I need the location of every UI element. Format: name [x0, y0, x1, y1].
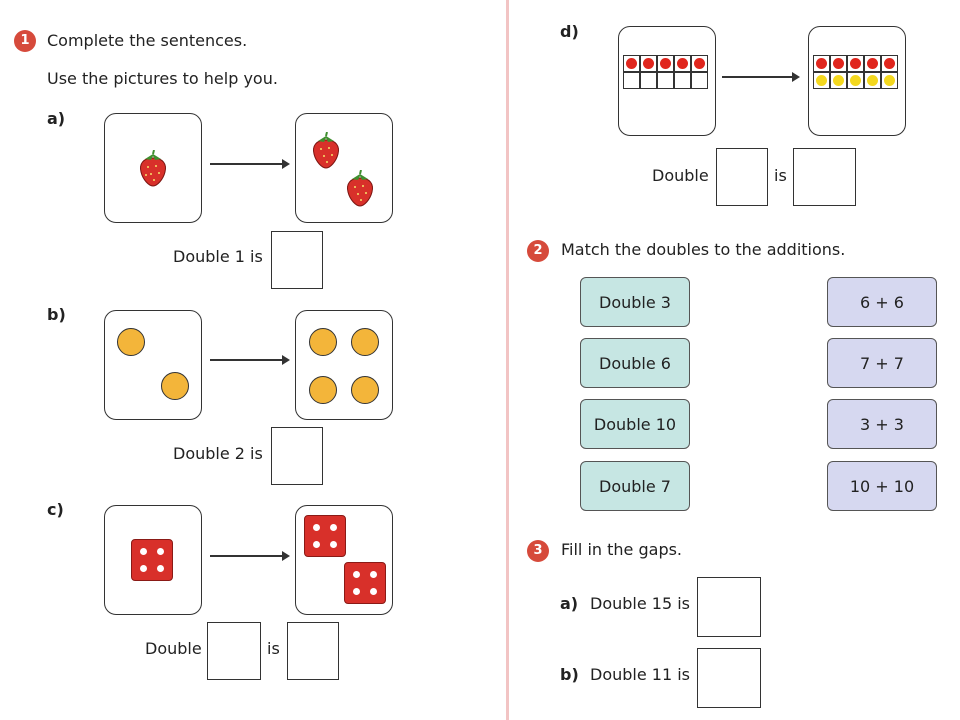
die-icon: [304, 515, 346, 557]
question-1-badge: 1: [14, 30, 36, 52]
arrow-c: [210, 552, 290, 560]
part-c-label: c): [47, 500, 64, 519]
counter: [351, 328, 379, 356]
question-3-badge: 3: [527, 540, 549, 562]
part-a-answer-box[interactable]: [271, 231, 323, 289]
arrow-d: [722, 73, 800, 81]
dice-after-frame: [295, 505, 393, 615]
tenframe-after-frame: [808, 26, 906, 136]
counters-after-frame: [295, 310, 393, 420]
double-card[interactable]: Double 3: [580, 277, 690, 327]
counter: [309, 328, 337, 356]
strawberry-after-frame: [295, 113, 393, 223]
part-c-word-is: is: [267, 639, 280, 658]
part-b-label: b): [47, 305, 66, 324]
part-b-sentence: Double 2 is: [173, 444, 263, 463]
strawberry-icon: [140, 150, 166, 187]
counter: [117, 328, 145, 356]
part-d-word-is: is: [774, 166, 787, 185]
addition-card[interactable]: 6 + 6: [827, 277, 937, 327]
question-3-instruction: Fill in the gaps.: [561, 540, 683, 559]
part-d-first-answer-box[interactable]: [716, 148, 768, 206]
die-icon: [344, 562, 386, 604]
part-c-word-double: Double: [145, 639, 202, 658]
counter: [161, 372, 189, 400]
part-d-label: d): [560, 22, 579, 41]
dice-before-frame: [104, 505, 202, 615]
q3-part-b-answer-box[interactable]: [697, 648, 761, 708]
counter: [351, 376, 379, 404]
q3-part-a-sentence: Double 15 is: [590, 594, 691, 613]
addition-card[interactable]: 7 + 7: [827, 338, 937, 388]
double-card[interactable]: Double 7: [580, 461, 690, 511]
ten-frame: [623, 55, 709, 91]
ten-frame: [813, 55, 899, 91]
q3-part-a-label: a): [560, 594, 579, 613]
arrow-a: [210, 160, 290, 168]
question-2-instruction: Match the doubles to the additions.: [561, 240, 846, 259]
die-icon: [131, 539, 173, 581]
part-c-second-answer-box[interactable]: [287, 622, 339, 680]
arrow-b: [210, 356, 290, 364]
addition-card[interactable]: 3 + 3: [827, 399, 937, 449]
counters-before-frame: [104, 310, 202, 420]
q3-part-b-label: b): [560, 665, 579, 684]
counter: [309, 376, 337, 404]
question-1-hint: Use the pictures to help you.: [47, 69, 278, 88]
tenframe-before-frame: [618, 26, 716, 136]
double-card[interactable]: Double 6: [580, 338, 690, 388]
part-d-word-double: Double: [652, 166, 709, 185]
question-2-badge: 2: [527, 240, 549, 262]
part-c-first-answer-box[interactable]: [207, 622, 261, 680]
strawberry-icon: [313, 132, 339, 169]
strawberry-icon: [347, 170, 373, 207]
part-a-sentence: Double 1 is: [173, 247, 263, 266]
part-b-answer-box[interactable]: [271, 427, 323, 485]
addition-card[interactable]: 10 + 10: [827, 461, 937, 511]
part-d-second-answer-box[interactable]: [793, 148, 856, 206]
part-a-label: a): [47, 109, 66, 128]
q3-part-a-answer-box[interactable]: [697, 577, 761, 637]
q3-part-b-sentence: Double 11 is: [590, 665, 691, 684]
question-1-instruction: Complete the sentences.: [47, 31, 248, 50]
page-divider: [506, 0, 509, 720]
double-card[interactable]: Double 10: [580, 399, 690, 449]
strawberry-before-frame: [104, 113, 202, 223]
